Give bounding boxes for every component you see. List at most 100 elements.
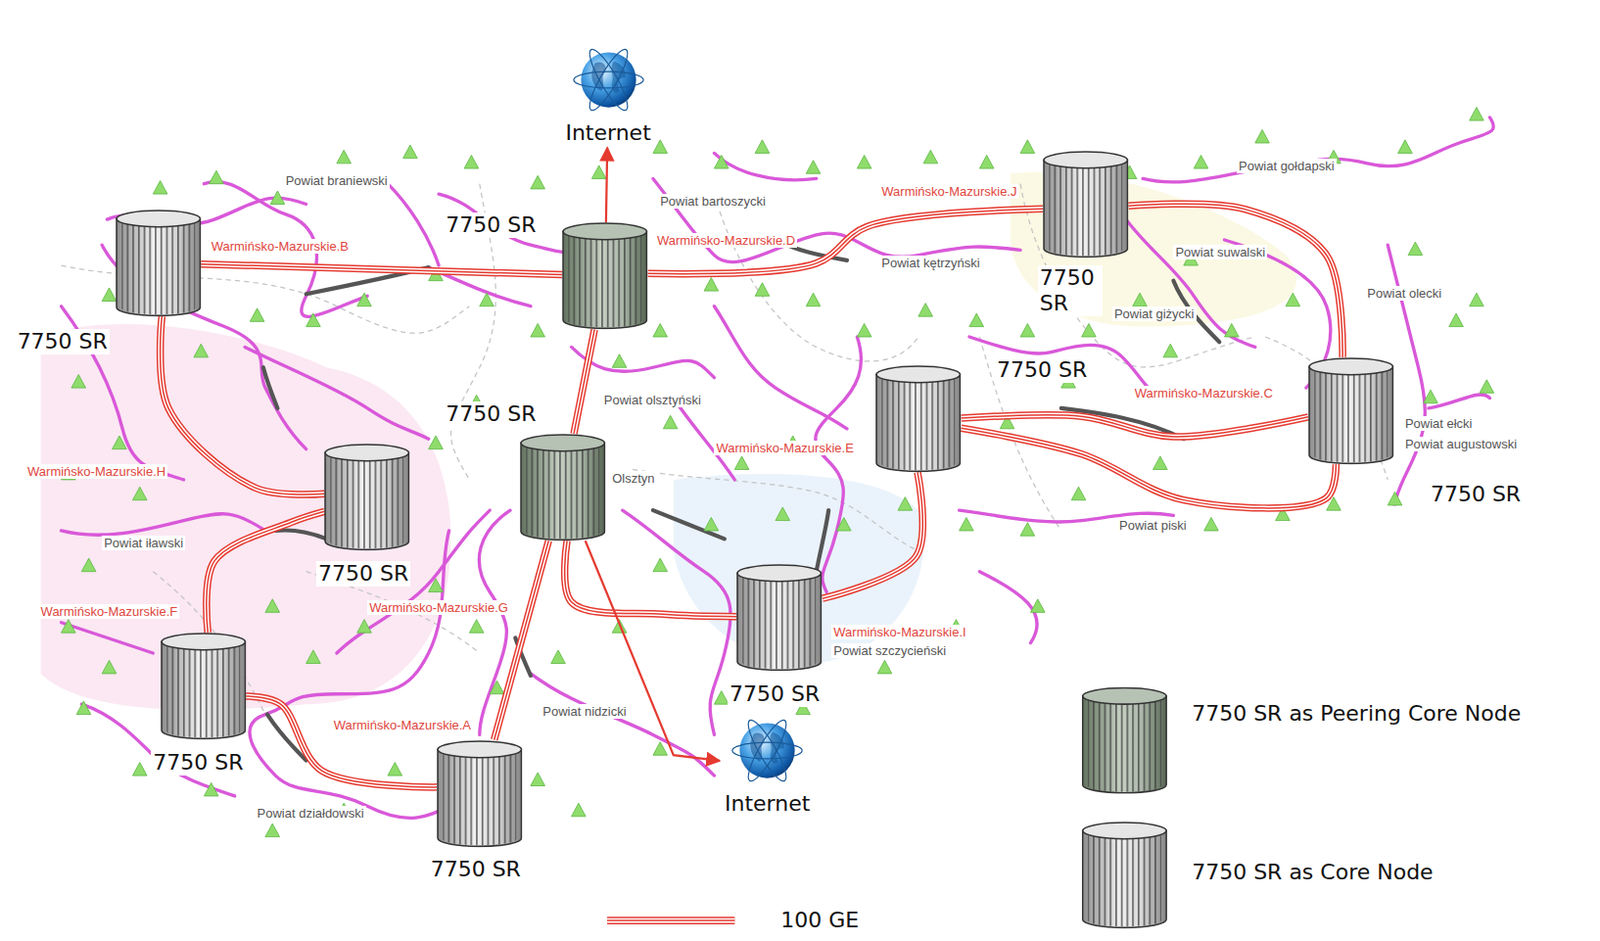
link-outer [961, 427, 1337, 509]
link-outer [961, 415, 1309, 437]
district-name: Powiat działdowski [255, 805, 367, 821]
legend-label: 7750 SR as Core Node [1191, 859, 1434, 885]
link-sample [607, 920, 735, 922]
peering-core-router: 7750 SR [562, 222, 649, 330]
router-label: 7750 SR [428, 856, 523, 883]
district-name: Powiat olsztyński [602, 392, 704, 408]
uplink-arrow [606, 147, 608, 223]
legend-entry: 7750 SR as Core Node [1191, 859, 1434, 886]
router-cylinder [1043, 151, 1128, 257]
link-core [564, 540, 738, 616]
link-outer [200, 264, 563, 276]
legend-label: 7750 SR as Peering Core Node [1191, 701, 1521, 726]
link-outer [564, 540, 738, 616]
globe-icon [730, 713, 804, 788]
core-router: 7750 SR [160, 632, 247, 740]
link-core [160, 316, 326, 495]
link-core [573, 329, 595, 434]
link-core [245, 696, 437, 788]
router-cylinder [1309, 358, 1393, 464]
link-gap [961, 427, 1337, 509]
router-label: 7750 SR [1428, 481, 1523, 508]
router-cylinder [520, 434, 605, 540]
router-cylinder [563, 223, 647, 329]
district-name: Powiat iławski [101, 535, 186, 551]
router-label: 7750 SR [1037, 265, 1103, 317]
globe-icon [571, 43, 646, 117]
legend-label: 100 GE [780, 907, 859, 933]
link-gap [648, 208, 1043, 274]
globe-symbol [572, 45, 643, 114]
link-outer [245, 696, 437, 788]
link-core [961, 415, 1309, 437]
link-gap [822, 471, 923, 599]
region-name: Warmińsko-Mazurskie.J [879, 184, 1019, 199]
region-name: Warmińsko-Mazurskie.C [1132, 385, 1275, 401]
router-label: 7750 SR [727, 681, 822, 707]
link-100ge [206, 511, 326, 633]
arrow-line [606, 147, 608, 223]
link-100ge [245, 696, 437, 788]
district-name: Olsztyn [610, 470, 657, 486]
router-cylinder [876, 366, 960, 471]
router-label: 7750 SR [150, 750, 245, 776]
region-name: Warmińsko-Mazurskie.E [713, 440, 855, 456]
district-name: Powiat ełcki [1403, 416, 1475, 431]
router-label: 7750 SR [994, 357, 1089, 383]
link-100ge [200, 264, 563, 276]
site-markers [61, 107, 1495, 838]
link-gap [160, 316, 326, 495]
router-icon [160, 632, 247, 740]
router-icon [562, 222, 649, 330]
internet-label: Internet [719, 791, 815, 817]
link-100ge [961, 427, 1337, 509]
link-core [206, 511, 326, 633]
link-gap [961, 415, 1309, 437]
router-icon [736, 564, 823, 671]
router-label: 7750 SR [316, 561, 411, 587]
core-router: 7750 SR [1042, 150, 1130, 258]
core-router: 7750 SR [115, 209, 202, 317]
router-icon [436, 740, 523, 848]
road-segments-grey [263, 239, 1220, 760]
internet-cloud: Internet [560, 43, 656, 148]
link-outer [1129, 203, 1344, 358]
link-100ge [160, 316, 326, 495]
link-gap [1129, 203, 1344, 358]
link-100ge [573, 329, 595, 434]
router-label: 7750 SR [443, 401, 538, 427]
district-name: Powiat giżycki [1112, 306, 1197, 322]
link-gap [245, 696, 437, 788]
region-name: Warmińsko-Mazurskie.I [831, 624, 968, 640]
peering-core-sample [1082, 687, 1167, 793]
link-outer [573, 329, 595, 434]
legend-entry: 100 GE [780, 907, 859, 934]
router-cylinder [116, 210, 200, 316]
link-core [822, 471, 923, 599]
district-name: Powiat szczycieński [831, 643, 948, 659]
internet-cloud: Internet [719, 713, 815, 819]
district-name: Powiat kętrzyński [879, 255, 982, 271]
router-cylinder [325, 444, 409, 550]
district-name: Powiat augustowski [1403, 436, 1519, 452]
link-gap [200, 264, 563, 276]
router-cylinder [161, 633, 245, 739]
router-icon [519, 433, 607, 541]
legend-entry: 7750 SR as Peering Core Node [1191, 701, 1521, 727]
district-name: Powiat suwalski [1173, 244, 1268, 260]
region-name: Warmińsko-Mazurskie.F [39, 604, 181, 619]
core-router: 7750 SR [875, 365, 962, 472]
region-name: Warmińsko-Mazurskie.G [367, 600, 511, 615]
core-router: 7750 SR [436, 740, 523, 848]
link-core [200, 264, 563, 276]
link-100ge [961, 415, 1309, 437]
link-core [961, 427, 1337, 509]
peering-core-router: 7750 SR [519, 433, 607, 541]
router-label: 7750 SR [15, 329, 110, 355]
district-name: Powiat gołdapski [1236, 158, 1337, 174]
district-name: Powiat piski [1117, 517, 1189, 533]
core-router: 7750 SR [324, 443, 411, 551]
link-gap [573, 329, 595, 434]
router-icon [1042, 150, 1130, 258]
